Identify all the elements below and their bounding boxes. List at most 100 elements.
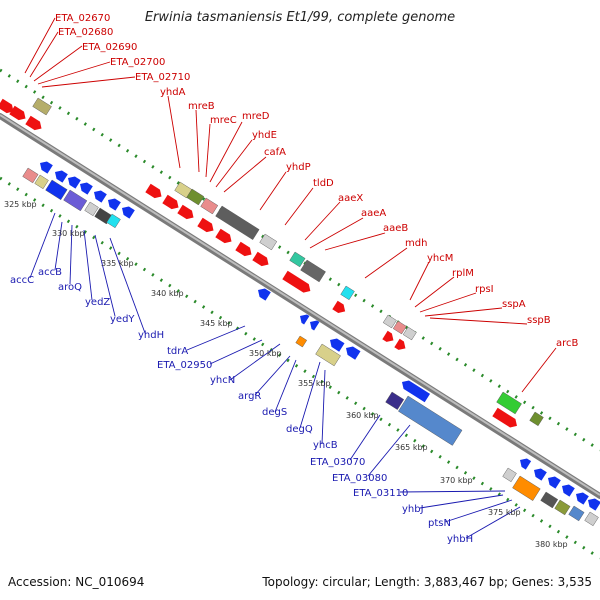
leader-line [254,355,291,396]
tick-label: 380 kbp [535,540,568,549]
kbp-ticks: 325 kbp 330 kbp 335 kbp 340 kbp 345 kbp … [4,200,568,549]
forward-gene-arrow [197,217,214,233]
reverse-gene-arrow [576,492,589,505]
leader-line [321,369,326,445]
gene-block [584,511,599,527]
forward-gene-arrow [394,338,406,350]
forward-gene-arrow [235,241,252,257]
gene-block [496,391,522,415]
forward-gene-arrow [9,105,26,121]
leader-line [414,276,455,308]
tick-label: 325 kbp [4,200,37,209]
gene-label: mreB [188,101,215,112]
tick-label: 350 kbp [249,349,282,358]
gene-label: yhbJ [402,504,424,515]
leader-line [54,221,63,271]
gene-block [402,326,417,341]
tick-label: 330 kbp [52,229,85,238]
leader-line [205,123,211,178]
reverse-gene-arrow [94,190,107,203]
gene-block [32,97,52,116]
leader-line [195,109,200,173]
leader-line [364,247,408,279]
gene-block [568,505,585,522]
reverse-gene-arrow [534,468,547,481]
reverse-gene-arrow [108,198,121,211]
forward-gene-arrow [332,300,346,313]
leader-line [367,424,411,477]
gene-label: accC [10,275,34,286]
leader-line [324,232,386,251]
gene-label: yhbH [447,534,473,545]
gene-block [385,391,405,410]
leader-line [521,347,557,393]
gene-features [0,97,600,527]
leader-line [186,325,246,351]
reverse-gene-arrow [588,498,600,511]
leader-line [69,224,73,285]
gene-label: aroQ [58,282,82,293]
leader-line [94,234,116,317]
gene-block [45,179,68,201]
gene-label: ETA_02690 [82,42,137,53]
gene-label: rplM [452,268,474,279]
reverse-gene-arrow [40,161,53,174]
reverse-gene-arrow [122,206,135,219]
gene-label: yhdA [160,87,186,98]
leader-line [37,61,111,85]
gene-label: yhcN [210,375,235,386]
leader-line [167,95,181,169]
forward-gene-arrow [145,183,162,199]
leader-line [465,506,521,539]
reverse-gene-arrow [68,176,81,189]
gene-label: cafA [264,147,286,158]
leader-line [444,499,513,523]
gene-label: degQ [286,424,313,435]
reverse-gene-arrow [520,458,532,470]
leader-line [429,317,528,325]
leader-line [259,171,287,211]
gene-label: argR [238,391,261,402]
gene-label: yhdP [286,162,311,173]
reverse-gene-arrow [562,484,575,497]
leader-line [29,212,56,279]
gene-block [512,475,541,501]
gene-label: mreC [210,115,237,126]
leader-line [209,121,243,183]
tick-label: 375 kbp [488,508,521,517]
leader-line [209,339,263,365]
tick-label: 345 kbp [200,319,233,328]
forward-gene-labels: ETA_02670 ETA_02680 ETA_02690 ETA_02700 … [55,13,579,349]
reverse-gene-arrow [310,320,320,331]
reverse-gene-arrow [258,288,271,301]
leader-line [304,201,341,241]
gene-label: tdrA [167,346,188,357]
gene-block [34,174,49,190]
gene-label: yhcB [313,440,338,451]
reverse-gene-labels: accC accB aroQ yedZ yedY yhdH tdrA ETA_0… [10,267,473,545]
tick-label: 335 kbp [101,259,134,268]
tick-label: 360 kbp [346,411,379,420]
leader-line [419,494,504,509]
gene-label: ETA_02670 [55,13,110,24]
forward-gene-arrow [492,407,517,428]
leader-line [33,45,83,82]
gene-label: yedZ [85,297,110,308]
accession-text: Accession: NC_010694 [8,575,145,589]
reverse-gene-arrow [300,314,310,325]
forward-gene-arrow [215,228,232,244]
gene-block [106,213,121,229]
gene-label: ETA_02700 [110,57,165,68]
leader-line [109,237,146,334]
gene-label: ptsN [428,518,451,529]
gene-block [392,320,407,335]
gene-block [554,499,571,516]
forward-gene-arrow [252,251,269,267]
leader-line [424,307,503,317]
tick-label: 365 kbp [395,443,428,452]
tick-label: 340 kbp [151,289,184,298]
reverse-gene-arrow [346,346,361,360]
gene-block [63,189,88,212]
gene-label: ETA_03080 [332,473,387,484]
